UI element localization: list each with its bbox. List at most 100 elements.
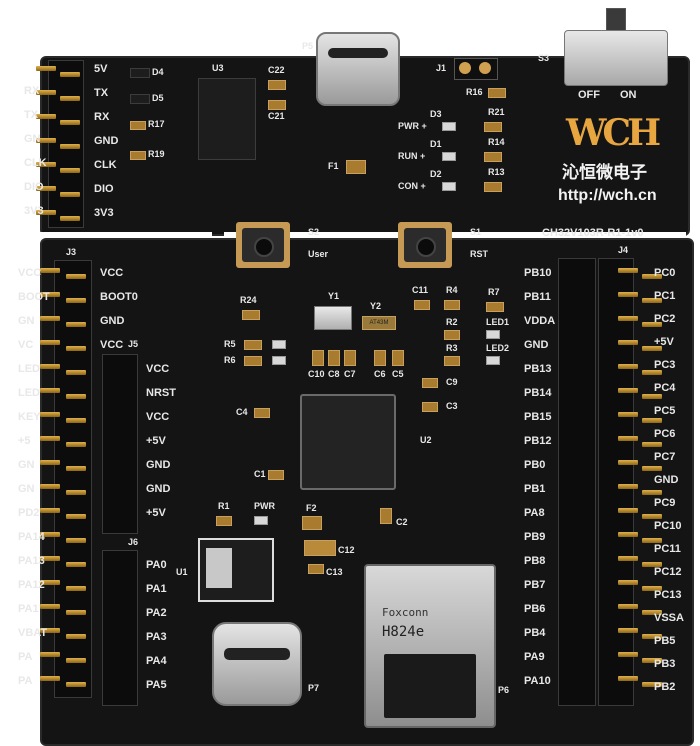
- header-pin: [60, 216, 80, 221]
- designator: C6: [374, 369, 386, 379]
- pin-label: GND: [146, 483, 171, 495]
- header-pin: [618, 388, 638, 393]
- resistor-r17: [130, 121, 146, 130]
- designator: LED2: [486, 343, 510, 353]
- pin-label: VDDA: [524, 315, 556, 327]
- pin-label: PC3: [654, 359, 676, 371]
- pin-label: PB4: [524, 627, 546, 639]
- header-pin: [642, 610, 662, 615]
- designator: U3: [212, 63, 224, 73]
- header-pin: [40, 364, 60, 369]
- header-pin: [618, 316, 638, 321]
- designator: D2: [430, 169, 442, 179]
- pin-label: GND: [146, 459, 171, 471]
- fuse-f1: [346, 160, 366, 174]
- capacitor-c22: [268, 80, 286, 90]
- header-pin: [40, 628, 60, 633]
- pin-label: PC7: [654, 451, 676, 463]
- header-pin: [618, 532, 638, 537]
- pin-label: PC13: [654, 589, 682, 601]
- header-pin: [36, 138, 56, 143]
- pin-label: PA5: [146, 679, 167, 691]
- designator: D4: [152, 67, 164, 77]
- pcb-slot: [224, 232, 686, 238]
- designator: C9: [446, 377, 458, 387]
- capacitor-c10: [312, 350, 324, 366]
- button-s2-user[interactable]: [236, 222, 290, 268]
- pin-label: VCC: [146, 411, 170, 423]
- designator: D3: [430, 109, 442, 119]
- header-pin: [36, 210, 56, 215]
- header-pin: [66, 274, 86, 279]
- pin-label: PA0: [146, 559, 167, 571]
- capacitor-c3: [422, 402, 438, 412]
- designator: C3: [446, 401, 458, 411]
- header-pin: [618, 412, 638, 417]
- pin-label: TX: [24, 109, 39, 121]
- pcb-slot: [40, 232, 212, 238]
- diode-d4: [130, 68, 150, 78]
- designator: R7: [488, 287, 500, 297]
- header-pin: [66, 682, 86, 687]
- designator: R19: [148, 149, 165, 159]
- capacitor-c1: [268, 470, 284, 480]
- designator: C21: [268, 111, 285, 121]
- pin-label: PB1: [524, 483, 546, 495]
- pin-label: PA12: [18, 579, 45, 591]
- pin-label: PA: [18, 651, 33, 663]
- designator: C10: [308, 369, 325, 379]
- button-label-rst: RST: [470, 249, 488, 259]
- pin-label: +5V: [146, 507, 166, 519]
- header-pin: [642, 586, 662, 591]
- slide-switch-s3[interactable]: [564, 30, 668, 86]
- header-pin: [60, 120, 80, 125]
- button-label-user: User: [308, 249, 329, 259]
- pin-label: +5V: [146, 435, 166, 447]
- pin-label: PA4: [146, 655, 167, 667]
- header-pin: [642, 418, 662, 423]
- regulator-u1: [198, 538, 274, 602]
- switch-on-label: ON: [620, 89, 637, 101]
- pin-label: VCC: [18, 267, 42, 279]
- pin-label: LED: [18, 387, 40, 399]
- header-pin: [642, 682, 662, 687]
- capacitor-c13: [308, 564, 324, 574]
- header-pin: [60, 72, 80, 77]
- pin-label: GND: [654, 474, 679, 486]
- header-j3: [54, 260, 92, 698]
- header-pin: [66, 466, 86, 471]
- resistor-r24: [242, 310, 260, 320]
- designator: J4: [618, 245, 629, 255]
- header-pin: [66, 634, 86, 639]
- header-pin: [618, 340, 638, 345]
- header-pin: [40, 292, 60, 297]
- designator: P7: [308, 683, 320, 693]
- usb-c-port-p5: [316, 32, 400, 106]
- header-pin: [642, 562, 662, 567]
- pin-label: PA10: [524, 675, 551, 687]
- button-s1-rst[interactable]: [398, 222, 452, 268]
- header-pin: [66, 418, 86, 423]
- header-pin: [642, 538, 662, 543]
- header-pin: [66, 298, 86, 303]
- switch-off-label: OFF: [578, 89, 600, 101]
- resistor-r21: [484, 122, 502, 132]
- pin-label: VCC: [146, 363, 170, 375]
- designator: J1: [436, 63, 447, 73]
- header-pin: [618, 436, 638, 441]
- resistor-r4: [444, 300, 460, 310]
- designator: S3: [538, 53, 550, 63]
- pin-label: GN: [18, 459, 35, 471]
- pin-label: VCC: [100, 267, 124, 279]
- pin-label: 5V: [94, 63, 108, 75]
- header-pin: [66, 514, 86, 519]
- resistor-r3: [444, 356, 460, 366]
- capacitor-c8: [328, 350, 340, 366]
- led-label-con: CON +: [398, 181, 426, 191]
- dev-board: 5V TX RX GND CLK DIO 3V3 RX TX GN CLK DI…: [18, 8, 694, 746]
- designator: J3: [66, 247, 77, 257]
- header-pin: [40, 340, 60, 345]
- header-pin: [66, 658, 86, 663]
- pin-label: PA9: [524, 651, 545, 663]
- designator: U1: [176, 567, 188, 577]
